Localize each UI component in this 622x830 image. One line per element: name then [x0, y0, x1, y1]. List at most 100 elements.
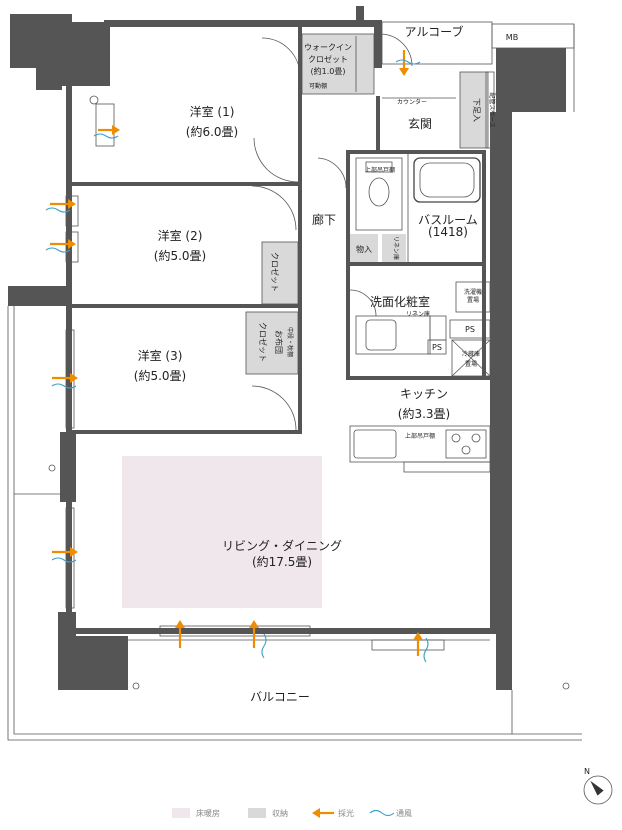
legend-ventilation: 通風: [396, 808, 412, 818]
door-entrance: [379, 33, 413, 67]
vent-top-left: [89, 95, 99, 105]
column-top-left: [10, 14, 110, 90]
column-left-mid: [8, 286, 68, 306]
corridor-name: 廊下: [312, 212, 336, 227]
burner-2: [471, 433, 481, 443]
closet-western2-label: クロゼット: [270, 252, 280, 292]
structure-walls: [8, 6, 575, 690]
window-western2a: [65, 195, 79, 227]
sink-icon: [353, 429, 397, 459]
window-ldk-left: [65, 507, 75, 609]
daylight-arrow-head: [249, 620, 259, 628]
kitchen-name: キッチン: [400, 387, 448, 401]
piping-space-outline: [485, 71, 495, 149]
ventilation-mark: [51, 557, 77, 563]
door-western1: [253, 137, 299, 183]
linen-cabinet: [382, 234, 406, 262]
daylight-arrow-head: [413, 632, 423, 640]
western3-name: 洋室 (3): [138, 348, 183, 363]
legend-daylight: 採光: [338, 808, 354, 818]
drain-left: [48, 464, 56, 472]
walkin-label-2: クロゼット: [308, 54, 348, 64]
wall-alcove-left: [374, 20, 382, 68]
fridge-space: [451, 339, 491, 377]
bathtub: [413, 157, 481, 203]
door-western3: [251, 385, 297, 431]
column-right: [496, 48, 566, 690]
daylight-arrow-head: [175, 620, 185, 628]
door-western2: [251, 185, 297, 231]
wall-bath-top: [346, 150, 486, 154]
linen-label: リネン庫: [392, 236, 400, 260]
counter-label: カウンター: [397, 98, 427, 106]
wall-w3-ldk: [72, 430, 302, 434]
walkin-label-1: ウォークイン: [304, 43, 352, 52]
washroom-name: 洗面化粧室: [370, 294, 430, 309]
legend-floor-heating-swatch: [172, 808, 190, 818]
bath-size: (1418): [428, 225, 468, 239]
legend-floor-heating: 床暖房: [196, 808, 220, 818]
bathtub-inner: [419, 162, 475, 198]
wall-wash-bottom: [346, 376, 496, 380]
compass-ring: [583, 775, 613, 805]
column-left-lower: [60, 432, 76, 502]
daylight-arrow-head: [68, 199, 76, 209]
storage-areas: [245, 33, 495, 375]
entrance-name: 玄関: [408, 116, 432, 131]
fixtures: [65, 33, 491, 651]
daylight-arrow-head: [70, 547, 78, 557]
daylight-arrow-head: [70, 373, 78, 383]
closet-western3-outline: [245, 311, 299, 375]
floor-heating-area: [122, 456, 322, 608]
daylight-arrow-head: [399, 68, 409, 76]
ldk-size: (約17.5畳): [252, 554, 312, 569]
wall-bottom: [72, 628, 496, 634]
ventilation-mark: [51, 383, 77, 389]
drain-bottom-left: [132, 682, 140, 690]
walkin-outline: [301, 33, 375, 95]
kitchen-counter: [349, 425, 491, 463]
ventilation-mark: [261, 633, 267, 659]
ventilation-mark: [93, 133, 119, 139]
daylight-arrow-head: [68, 239, 76, 249]
burner-1: [451, 433, 461, 443]
daylight-arrow-head: [112, 125, 120, 135]
wall-w1-w2: [72, 182, 302, 186]
ps-label-2: PS: [432, 343, 442, 352]
futon-label-1: 中段・枕棚: [286, 327, 294, 357]
legend-ventilation-mark: [369, 809, 395, 817]
walkin-size: (約1.0畳): [311, 66, 346, 76]
walkin-closet: [302, 34, 374, 94]
toilet-room: [355, 157, 403, 231]
wall-corridor-west: [298, 26, 302, 434]
storage-room-label: 物入: [356, 244, 372, 254]
alcove-name: アルコーブ: [405, 24, 464, 39]
wall-right-inner: [490, 112, 496, 632]
shoe-box-label: 下足入: [472, 98, 481, 122]
kitchen-size: (約3.3畳): [398, 406, 450, 421]
window-western2b: [65, 231, 79, 263]
door-washroom: [349, 289, 377, 317]
wall-bath-bottom: [346, 262, 486, 266]
compass: N: [583, 767, 613, 805]
wall-w2-w3: [72, 304, 302, 308]
toilet-bowl: [368, 177, 390, 207]
western3-size: (約5.0畳): [134, 368, 186, 383]
bath-name: バスルーム: [418, 213, 478, 227]
vanity-counter: [355, 315, 431, 355]
wall-shelf-label: 上部吊戸棚: [365, 166, 395, 174]
western1-size: (約6.0畳): [186, 124, 238, 139]
washbasin-icon: [365, 319, 397, 351]
legend: 床暖房 収納 採光 通風: [172, 808, 412, 818]
shoe-box-outline: [459, 71, 489, 149]
ventilation-mark: [45, 207, 71, 213]
stove-icon: [445, 429, 487, 459]
legend-storage: 収納: [272, 808, 288, 818]
western2-name: 洋室 (2): [158, 228, 203, 243]
closet-western3-label: クロゼット: [258, 322, 268, 362]
ventilation-mark: [395, 59, 421, 65]
ldk-name: リビング・ダイニング: [222, 538, 342, 553]
piping-label: 配管スペース: [488, 92, 496, 127]
mb-label: MB: [506, 33, 518, 42]
fixture-labels: カウンター 配管スペース PS PS 洗濯機 置場 冷蔵庫 置場: [397, 92, 496, 368]
